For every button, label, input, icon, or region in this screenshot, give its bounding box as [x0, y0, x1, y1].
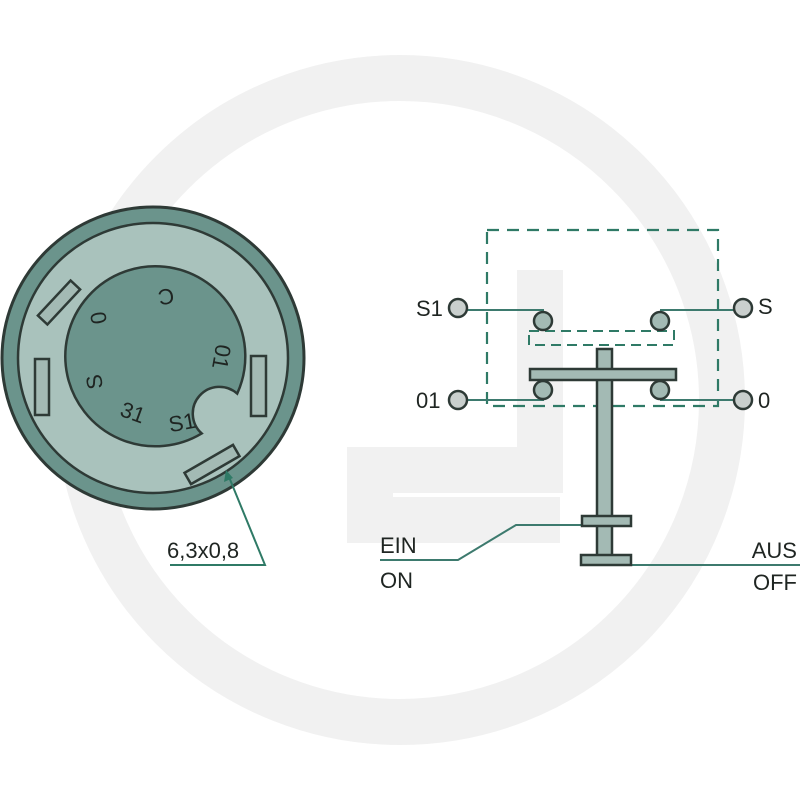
label-s1: S1: [416, 296, 443, 321]
label-0: 0: [758, 388, 770, 413]
label-off: OFF: [753, 570, 797, 595]
label-s: S: [758, 294, 773, 319]
fixed-contact-top-right: [649, 310, 671, 332]
label-aus: AUS: [752, 538, 797, 563]
terminal-s1: [447, 297, 469, 319]
fixed-contact-bottom-right: [649, 379, 671, 401]
terminal-tab-bottom: [182, 443, 242, 486]
plunger-base: [579, 553, 633, 567]
connector-face: C 0 S 31 S1 01 6,3x0,8: [0, 205, 306, 566]
terminal-label-01: 01: [207, 343, 236, 371]
dimension-leader: [170, 470, 267, 566]
dimension-label: 6,3x0,8: [167, 538, 239, 563]
terminal-tab-top-left: [36, 278, 82, 327]
plunger-collar: [580, 514, 633, 528]
fixed-contact-top-left: [532, 310, 554, 332]
terminal-label-s1: S1: [167, 408, 198, 437]
center-disc: [64, 265, 247, 448]
contact-bridge: [528, 367, 678, 382]
terminal-01: [447, 389, 469, 411]
fixed-contact-bottom-left: [532, 379, 554, 401]
ein-on-leader: [380, 524, 583, 561]
movable-contact-dashed-box: [528, 330, 675, 346]
terminal-s: [732, 297, 754, 319]
label-ein: EIN: [380, 533, 417, 558]
label-01: 01: [416, 388, 440, 413]
terminal-tab-right: [249, 354, 268, 418]
label-on: ON: [380, 568, 413, 593]
terminal-label-0: 0: [85, 310, 112, 326]
terminal-label-s: S: [81, 373, 108, 392]
terminal-tab-left: [33, 357, 51, 417]
terminal-label-c: C: [156, 283, 176, 310]
terminal-0: [732, 389, 754, 411]
switch-schematic: S1 01 S 0 EIN ON AUS OFF: [380, 228, 800, 595]
